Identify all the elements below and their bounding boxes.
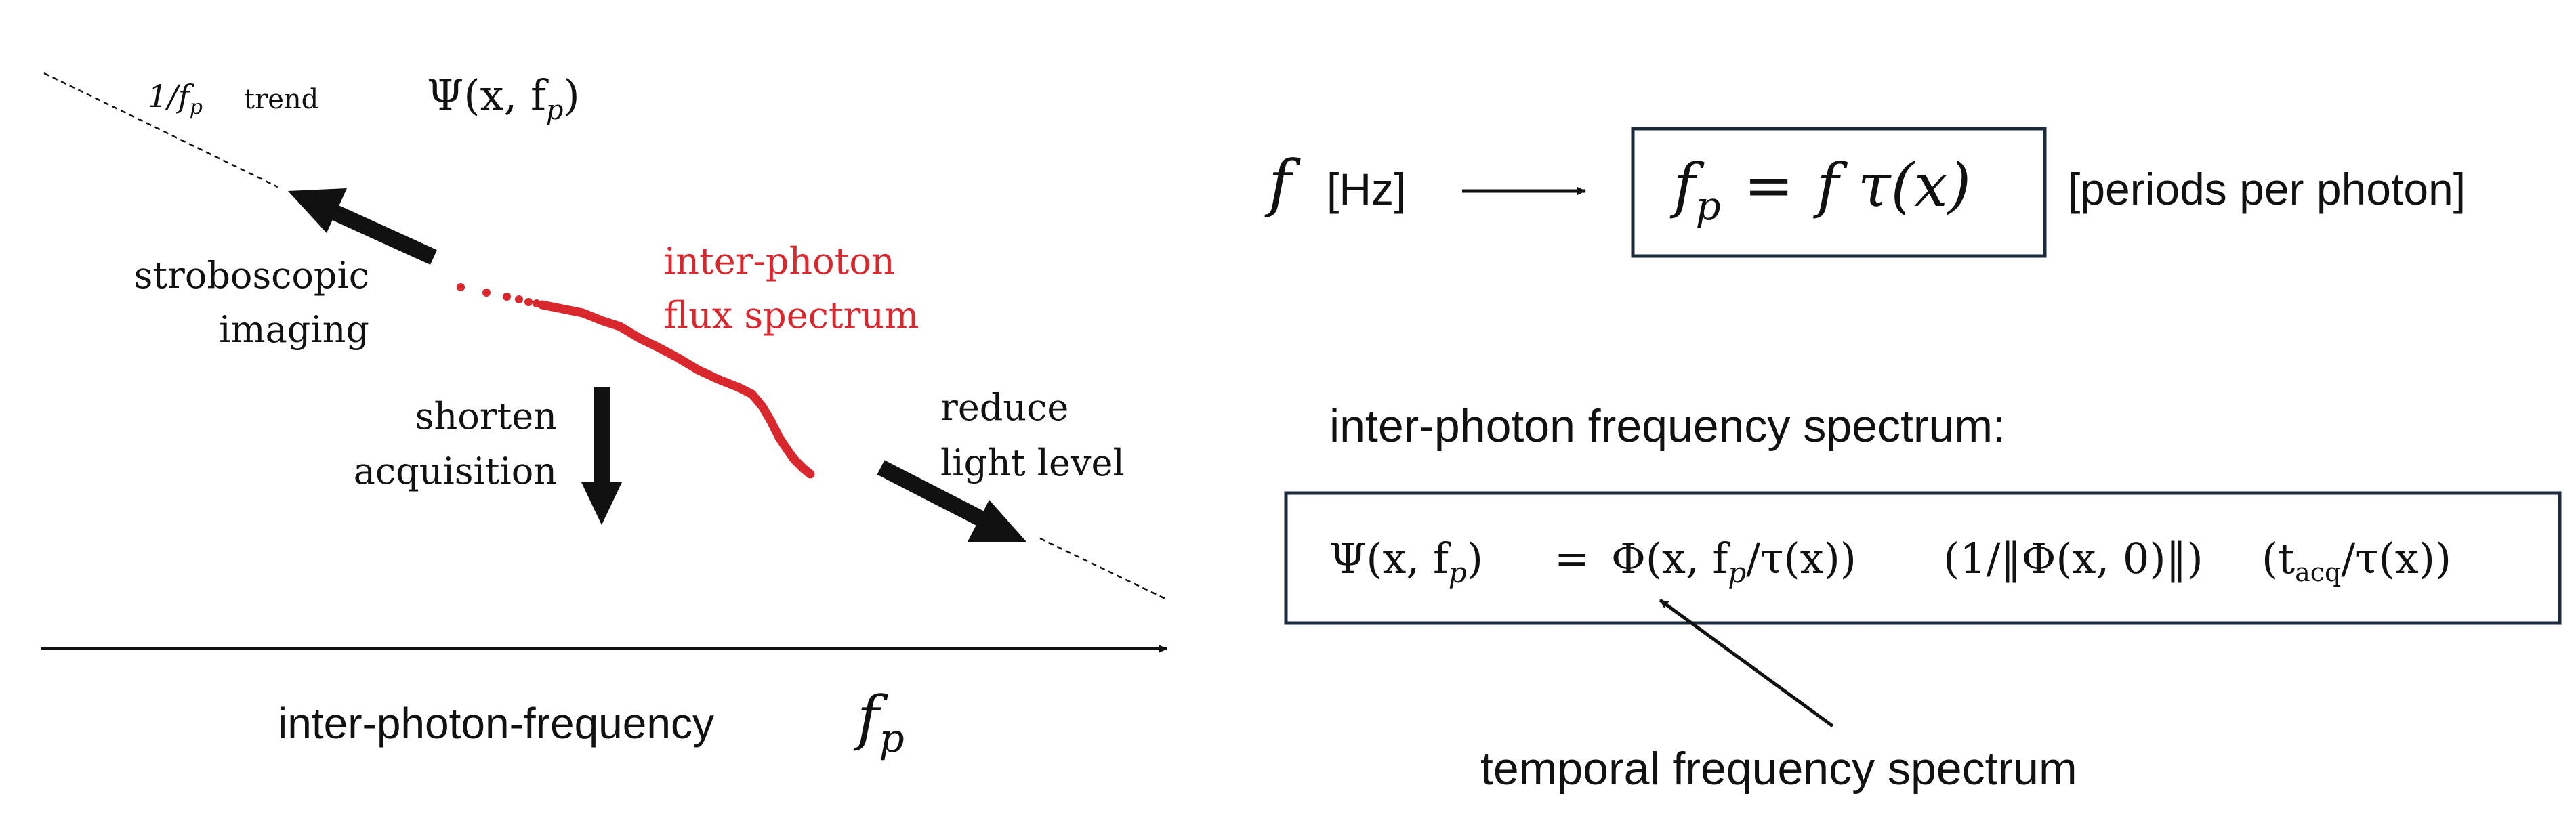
spectrum-heading: inter-photon frequency spectrum: bbox=[1329, 400, 2006, 452]
spectrum-point bbox=[524, 298, 533, 306]
spectrum-point bbox=[515, 295, 523, 303]
spectrum-point bbox=[482, 289, 491, 297]
stroboscopic-arrow bbox=[288, 188, 437, 265]
equation-phi: Φ(x, fp/τ(x)) bbox=[1611, 534, 1856, 589]
spectrum-line bbox=[537, 300, 815, 479]
spectrum-label-line1: inter-photon bbox=[664, 240, 895, 282]
fp-definition-box bbox=[1631, 127, 2047, 258]
f-symbol: f bbox=[1264, 147, 1301, 219]
spectrum-label-line2: flux spectrum bbox=[664, 294, 919, 337]
equation-box bbox=[1284, 491, 2562, 625]
x-axis-label: inter-photon-frequency bbox=[278, 699, 714, 748]
stroboscopic-label-line1: stroboscopic bbox=[134, 254, 369, 297]
trend-line-lower bbox=[1039, 537, 1166, 600]
x-axis-symbol: fp bbox=[853, 683, 905, 761]
reduce-label-line2: light level bbox=[940, 442, 1125, 484]
spectrum-point bbox=[503, 293, 511, 301]
trend-word: trend bbox=[244, 84, 318, 115]
trend-label: 1/fp bbox=[148, 78, 203, 119]
psi-label: Ψ(x, fp) bbox=[427, 70, 580, 126]
shorten-label-line1: shorten bbox=[415, 395, 557, 438]
spectrum-point bbox=[457, 283, 465, 291]
reduce-label-line1: reduce bbox=[940, 386, 1068, 429]
right-panel: f [Hz] fp=f τ(x) [periods per photon] in… bbox=[1264, 127, 2562, 794]
left-diagram: 1/fp trend Ψ(x, fp) stroboscopic imaging… bbox=[41, 70, 1167, 761]
equation-acquisition: (tacq/τ(x)) bbox=[2262, 534, 2451, 587]
trend-line-upper bbox=[43, 72, 278, 188]
equation-normalization: (1/‖Φ(x, 0)‖) bbox=[1943, 534, 2203, 583]
equation-equals: = bbox=[1554, 534, 1590, 583]
temporal-spectrum-label: temporal frequency spectrum bbox=[1480, 743, 2077, 794]
flux-spectrum-curve bbox=[457, 283, 815, 479]
shorten-arrow bbox=[581, 387, 622, 525]
temporal-pointer-arrow bbox=[1659, 598, 1834, 728]
fp-definition: fp=f τ(x) bbox=[1669, 150, 1971, 229]
shorten-label-line2: acquisition bbox=[354, 450, 557, 492]
hz-label: [Hz] bbox=[1327, 164, 1406, 214]
equation-psi: Ψ(x, fp) bbox=[1329, 534, 1483, 589]
stroboscopic-label-line2: imaging bbox=[219, 308, 369, 351]
periods-label: [periods per photon] bbox=[2068, 164, 2466, 214]
reduce-light-arrow bbox=[877, 460, 1026, 542]
